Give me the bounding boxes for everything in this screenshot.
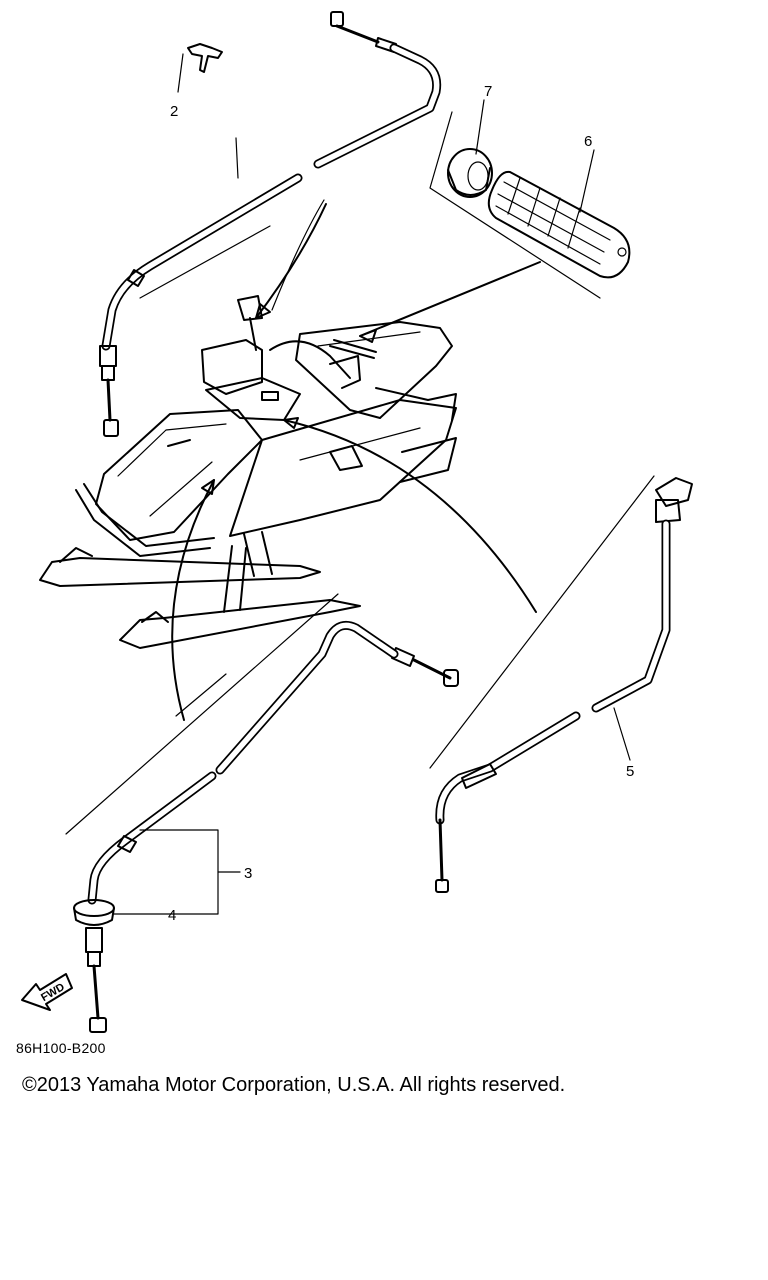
callout-3: 3 xyxy=(244,865,252,882)
callout-2: 2 xyxy=(170,103,178,120)
cable-lower-left xyxy=(65,593,459,1033)
diagram-code: 86H100-B200 xyxy=(16,1040,106,1056)
part-7-collar xyxy=(447,148,493,198)
cable-lower-right xyxy=(429,475,693,893)
copyright-notice: ©2013 Yamaha Motor Corporation, U.S.A. A… xyxy=(22,1074,566,1096)
cable-top xyxy=(99,11,442,437)
part-6-grip xyxy=(487,170,631,279)
part-2-clip xyxy=(177,43,223,93)
fwd-arrow-icon: FWD xyxy=(21,973,73,1011)
callout-5: 5 xyxy=(626,763,634,780)
snowmobile-body xyxy=(39,203,537,721)
callout-6: 6 xyxy=(584,133,592,150)
callout-7: 7 xyxy=(484,83,492,100)
parts-diagram: 2 7 6 xyxy=(21,11,693,1033)
callout-4: 4 xyxy=(168,907,176,924)
